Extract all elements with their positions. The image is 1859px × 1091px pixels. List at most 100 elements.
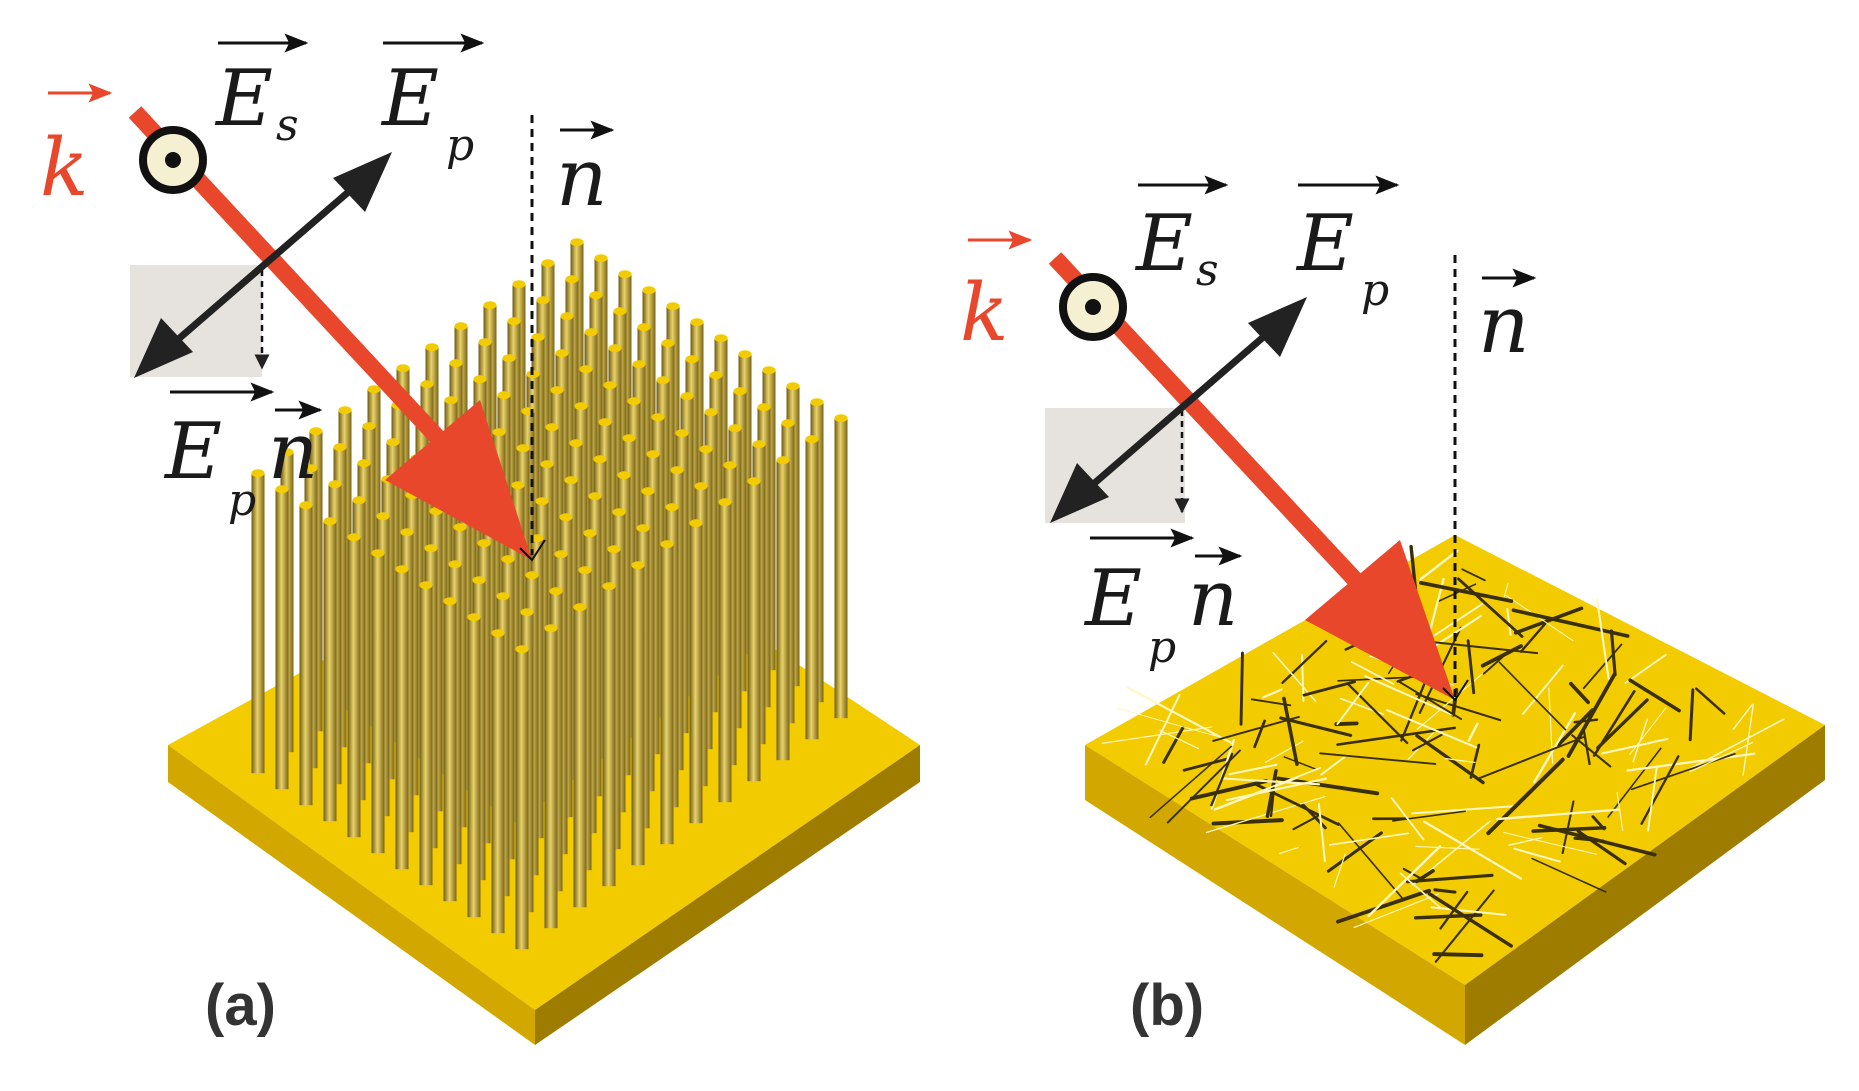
substrate-a-front xyxy=(168,745,535,1045)
nanowire xyxy=(1511,608,1630,638)
substrate-b-side xyxy=(1465,725,1825,1045)
label-k-a: k xyxy=(40,121,88,214)
nanowire xyxy=(1506,607,1512,636)
nanowire xyxy=(1210,752,1234,807)
nanowire xyxy=(1596,598,1610,680)
nanowire xyxy=(1279,716,1353,737)
label-n-a: n xyxy=(556,131,608,224)
nanorod xyxy=(602,582,616,887)
nanowire xyxy=(1364,675,1454,716)
nanowire xyxy=(1503,582,1509,599)
nanowire xyxy=(1596,698,1649,750)
label-ep-a: E xyxy=(380,54,439,144)
nanowire xyxy=(1265,769,1278,818)
nanowire xyxy=(1467,722,1479,742)
nanowire xyxy=(1419,580,1514,603)
label-epn-a-n: n xyxy=(268,407,318,497)
nanowire xyxy=(1422,820,1523,880)
nanorod xyxy=(443,597,457,902)
label-epn-b-sub: p xyxy=(1148,622,1176,673)
nanowire xyxy=(1262,688,1283,699)
nanorod xyxy=(371,549,385,854)
panel-a: k E s E p n E p n (a) xyxy=(40,33,920,1045)
nanowire xyxy=(1498,661,1567,731)
nanowire xyxy=(1333,853,1346,888)
nanowire xyxy=(1328,832,1410,846)
label-epn-a: E xyxy=(163,407,222,497)
nanowire xyxy=(1616,792,1624,831)
nanowire xyxy=(1600,737,1669,755)
nanowire xyxy=(1466,639,1476,695)
nanowire xyxy=(1689,741,1754,773)
nanowire xyxy=(1367,845,1442,918)
nanowire xyxy=(1531,826,1607,833)
nanowire xyxy=(1239,651,1244,726)
nanowire xyxy=(1212,715,1300,742)
label-es-b: E xyxy=(1134,199,1193,289)
nanowire xyxy=(1302,680,1356,697)
nanowire xyxy=(1162,725,1185,764)
nanowire xyxy=(1480,644,1523,668)
nanowire xyxy=(1444,757,1476,764)
nanowire xyxy=(1416,639,1539,655)
nanowire xyxy=(1684,718,1785,773)
beam-tip-a xyxy=(519,539,546,562)
beam-head-a xyxy=(385,400,532,560)
nanowire xyxy=(1461,568,1486,582)
nanowire xyxy=(1432,952,1484,958)
nanowire xyxy=(1320,754,1348,776)
nanowire xyxy=(1337,822,1405,902)
nanowire xyxy=(1434,889,1495,963)
nanowire xyxy=(1226,777,1327,802)
nanorod xyxy=(299,501,313,806)
label-ep-b-sub: p xyxy=(1361,265,1389,316)
dot-in-circle-icon xyxy=(1059,273,1127,341)
nanowire xyxy=(1182,757,1231,772)
vector-n-a: n xyxy=(556,120,615,224)
nanorod xyxy=(395,565,409,870)
nanowire xyxy=(1582,643,1623,690)
nanowire xyxy=(1513,606,1584,635)
nanowire xyxy=(1281,639,1328,684)
nanowire xyxy=(1505,594,1574,642)
nanowire xyxy=(1253,719,1266,749)
label-epn-a-sub: p xyxy=(228,475,256,526)
nanowire xyxy=(1415,693,1502,722)
nanowire xyxy=(1319,752,1437,765)
nanorod xyxy=(718,498,732,803)
nanowire xyxy=(1486,757,1565,836)
substrate-a-side xyxy=(535,745,920,1045)
nanowire xyxy=(1189,779,1269,801)
vector-ep-b: E p xyxy=(1295,175,1400,316)
nanowire xyxy=(1397,680,1463,720)
nanowire-film xyxy=(1101,544,1785,963)
nanowire xyxy=(1276,776,1380,796)
nanowire xyxy=(1282,696,1299,766)
vector-k-b: k xyxy=(960,230,1033,359)
nanowire xyxy=(1419,549,1459,581)
nanowire xyxy=(1592,690,1636,757)
nanowire xyxy=(1317,802,1326,863)
panel-label-a: (a) xyxy=(205,973,276,1038)
nanowire xyxy=(1521,664,1564,715)
nanowire xyxy=(1390,797,1425,841)
vector-epn-a: E p n xyxy=(163,382,323,526)
nanowire xyxy=(1531,857,1607,893)
nanowire xyxy=(1334,721,1359,727)
nanowire xyxy=(1149,745,1233,819)
label-n-b: n xyxy=(1478,278,1530,371)
panel-b: k E s E p n E p n (b) xyxy=(960,175,1825,1045)
vector-n-b: n xyxy=(1478,268,1537,371)
nanowire xyxy=(1336,681,1370,726)
nanowire xyxy=(1292,815,1319,831)
nanorod-array xyxy=(251,238,848,950)
dot-in-circle-icon xyxy=(139,126,207,194)
label-es-a: E xyxy=(214,54,273,144)
nanowire xyxy=(1144,693,1181,766)
nanowire xyxy=(1647,767,1658,832)
nanorod xyxy=(747,477,761,782)
nanowire xyxy=(1624,653,1667,684)
nanowire xyxy=(1591,815,1606,831)
nanorod xyxy=(419,581,433,886)
nanowire xyxy=(1205,796,1326,834)
